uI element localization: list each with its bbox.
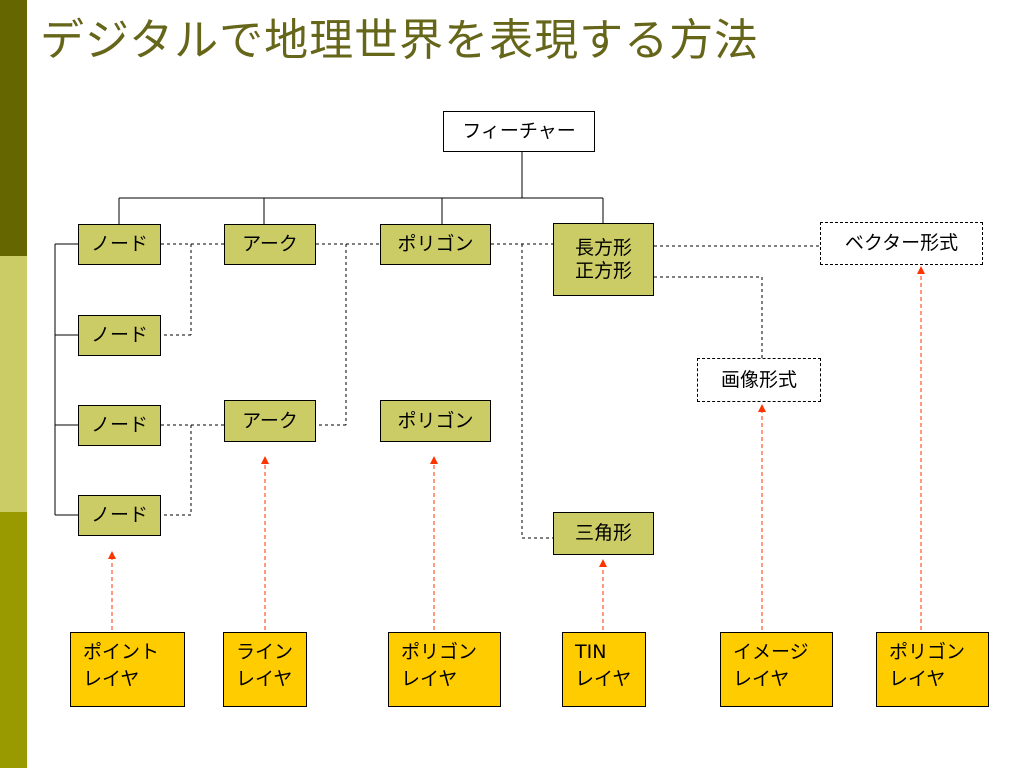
dashed-lines — [161, 243, 820, 539]
layer-label-line2: レイヤ — [889, 667, 946, 690]
layer-label-line1: ポイント — [83, 641, 160, 663]
side-bar-top — [0, 0, 27, 256]
arc-box-2: アーク — [224, 400, 316, 442]
layer-label-line1: ポリゴン — [401, 641, 478, 663]
layer-label-line1: TIN — [575, 641, 607, 663]
triangle-box: 三角形 — [553, 512, 654, 555]
polygon-layer-box-2: ポリゴン レイヤ — [876, 632, 989, 707]
line-layer-box: ライン レイヤ — [223, 632, 307, 707]
layer-label-line2: レイヤ — [236, 667, 293, 690]
layer-label-line2: レイヤ — [575, 667, 632, 690]
vector-format-box: ベクター形式 — [820, 222, 983, 265]
page-title: デジタルで地理世界を表現する方法 — [40, 15, 760, 66]
tree-lines — [54, 152, 604, 516]
image-layer-box: イメージ レイヤ — [720, 632, 833, 707]
tin-layer-box: TIN レイヤ — [562, 632, 646, 707]
node-box-1: ノード — [78, 224, 161, 265]
polygon-box-1: ポリゴン — [380, 224, 491, 265]
rectangle-box: 長方形 正方形 — [553, 223, 654, 296]
polygon-box-2: ポリゴン — [380, 400, 491, 442]
side-bar-middle — [0, 256, 27, 512]
raster-format-box: 画像形式 — [697, 358, 821, 402]
node-box-4: ノード — [78, 495, 161, 536]
arc-box-1: アーク — [224, 224, 316, 265]
square-label: 正方形 — [574, 259, 632, 282]
polygon-layer-box: ポリゴン レイヤ — [388, 632, 501, 707]
feature-box: フィーチャー — [443, 111, 595, 152]
layer-label-line1: ポリゴン — [889, 641, 966, 663]
point-layer-box: ポイント レイヤ — [70, 632, 185, 707]
rectangle-label: 長方形 — [574, 236, 632, 259]
layer-label-line2: レイヤ — [401, 667, 458, 690]
layer-label-line1: ライン — [236, 641, 294, 663]
node-box-2: ノード — [78, 315, 161, 356]
layer-label-line2: レイヤ — [733, 667, 790, 690]
layer-label-line2: レイヤ — [83, 667, 140, 690]
side-bar-bottom — [0, 512, 27, 768]
layer-label-line1: イメージ — [733, 641, 809, 663]
layer-arrows — [108, 266, 925, 630]
node-box-3: ノード — [78, 405, 161, 446]
